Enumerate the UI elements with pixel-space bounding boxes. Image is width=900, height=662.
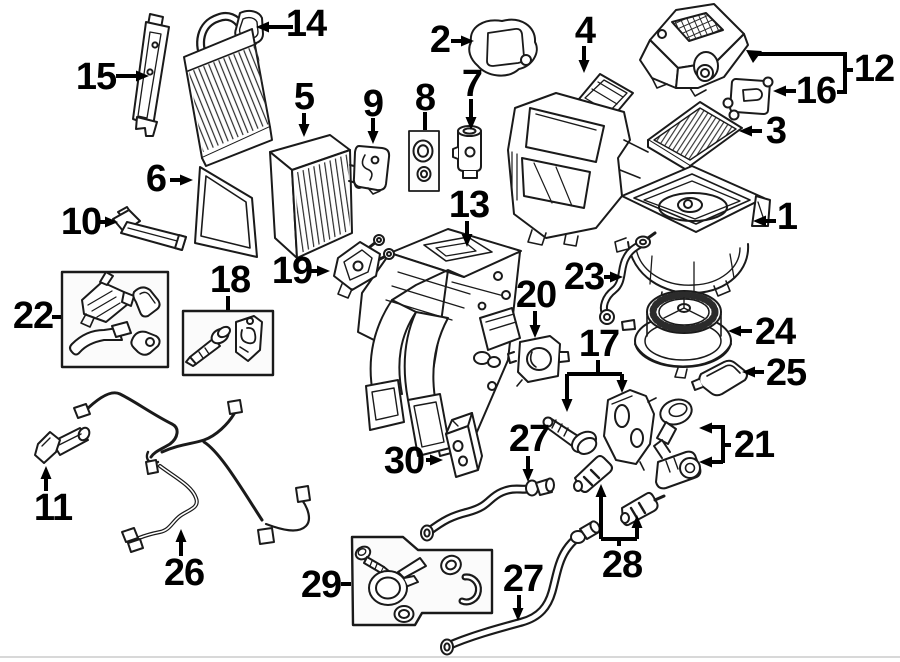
callout-5[interactable]: 5 — [293, 76, 315, 118]
callout-line-30 — [426, 454, 443, 466]
callout-line-28 — [595, 484, 643, 546]
callout-line-9 — [367, 118, 379, 144]
callout-line-10 — [100, 216, 118, 228]
callout-23[interactable]: 23 — [563, 256, 605, 298]
intake-housing-drawing — [639, 3, 749, 97]
callout-line-3 — [739, 125, 762, 137]
callout-line-21 — [699, 422, 731, 468]
callout-line-20 — [529, 311, 541, 338]
callout-8[interactable]: 8 — [414, 77, 436, 119]
callout-line-27b — [512, 595, 524, 621]
callout-line-5 — [298, 113, 310, 137]
seal-kit-drawing — [350, 535, 494, 627]
callout-21[interactable]: 21 — [733, 424, 775, 466]
callout-9[interactable]: 9 — [362, 83, 384, 125]
callout-line-24 — [728, 325, 752, 337]
hvac-case-drawing — [357, 228, 522, 457]
callout-line-14 — [256, 21, 293, 33]
callout-1[interactable]: 1 — [776, 196, 798, 238]
callout-line-2 — [451, 35, 474, 47]
callout-12[interactable]: 12 — [853, 48, 895, 90]
callout-13[interactable]: 13 — [448, 184, 490, 226]
callout-line-13 — [461, 221, 473, 247]
drain-tube-drawing — [599, 231, 657, 325]
callout-line-11 — [40, 466, 52, 491]
callout-line-23 — [604, 271, 623, 283]
cabin-filter-drawing — [647, 101, 743, 173]
callout-22[interactable]: 22 — [12, 295, 54, 337]
callout-28[interactable]: 28 — [601, 544, 643, 586]
temp-sensor-drawing — [112, 206, 187, 251]
expansion-valve-drawing — [452, 125, 482, 179]
callout-line-25 — [742, 366, 764, 378]
callout-24[interactable]: 24 — [754, 311, 796, 353]
callout-2[interactable]: 2 — [429, 19, 451, 61]
callout-line-6 — [170, 174, 193, 186]
callout-4[interactable]: 4 — [574, 10, 596, 52]
callout-6[interactable]: 6 — [145, 158, 167, 200]
actuator-housing-drawing — [507, 335, 570, 387]
intake-gasket-drawing — [468, 18, 538, 77]
callout-line-26 — [175, 529, 187, 556]
blower-motor-drawing — [621, 290, 732, 379]
callout-3[interactable]: 3 — [765, 110, 787, 152]
callout-27b[interactable]: 27 — [502, 558, 544, 600]
pipe-sensor-pair-drawing — [573, 455, 666, 527]
heater-pipe-kit-drawing — [60, 270, 170, 369]
valve-block-drawing — [445, 412, 483, 478]
callout-30[interactable]: 30 — [383, 440, 425, 482]
cover-shoe-drawing — [691, 359, 748, 397]
callout-14[interactable]: 14 — [285, 3, 327, 45]
oring-kit-drawing — [408, 130, 440, 192]
sensor-pair-drawing — [653, 398, 702, 490]
callout-16[interactable]: 16 — [795, 70, 837, 112]
heater-core-drawing — [183, 9, 273, 167]
callout-29[interactable]: 29 — [300, 564, 342, 606]
callout-10[interactable]: 10 — [60, 201, 102, 243]
clip-sensor-drawing — [34, 426, 91, 464]
mounting-strip-drawing — [132, 13, 170, 137]
heater-pipe-short-drawing — [420, 477, 555, 542]
callout-line-16 — [773, 85, 796, 97]
pipe-bracket-drawing — [333, 234, 395, 299]
callout-line-27a — [522, 456, 534, 482]
callout-18[interactable]: 18 — [209, 259, 251, 301]
callout-line-19 — [311, 265, 330, 277]
callout-20[interactable]: 20 — [515, 274, 557, 316]
callout-17[interactable]: 17 — [578, 323, 620, 365]
evaporator-drawing — [269, 134, 365, 259]
wiring-harness-drawing — [73, 391, 311, 553]
screw-kit-drawing — [181, 309, 275, 377]
callout-15[interactable]: 15 — [75, 56, 117, 98]
seal-strip-drawing — [578, 73, 634, 119]
callout-line-4 — [578, 46, 590, 73]
callout-line-17 — [561, 360, 628, 412]
callout-line-7 — [465, 99, 477, 130]
callout-25[interactable]: 25 — [765, 352, 807, 394]
callout-line-12 — [746, 50, 853, 94]
callout-7[interactable]: 7 — [461, 63, 483, 105]
actuator-drawing — [722, 76, 774, 121]
bolt-and-plate-drawing — [542, 389, 657, 471]
seal-frame-drawing — [194, 166, 258, 258]
grommet-drawing — [352, 145, 391, 195]
callout-27a[interactable]: 27 — [508, 418, 550, 460]
callout-19[interactable]: 19 — [271, 250, 313, 292]
callout-11[interactable]: 11 — [33, 487, 73, 529]
callout-26[interactable]: 26 — [163, 552, 205, 594]
callout-line-15 — [116, 70, 149, 82]
callout-line-1 — [753, 215, 776, 227]
